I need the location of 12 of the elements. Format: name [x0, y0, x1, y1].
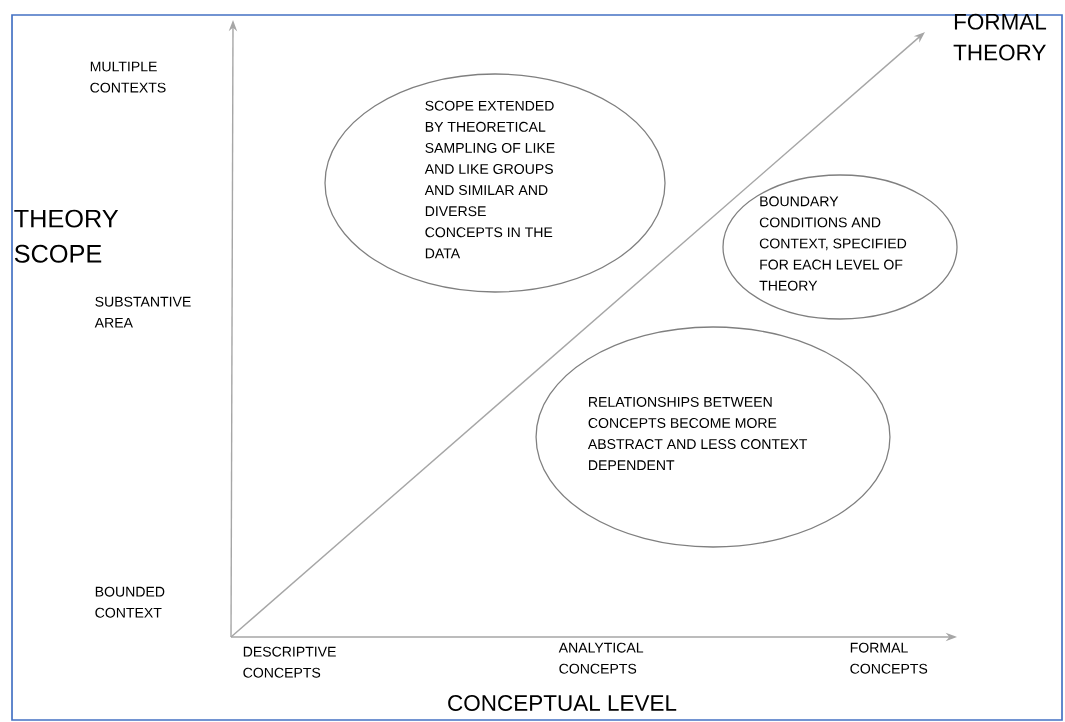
axis-label: BOUNDED CONTEXT — [95, 586, 165, 618]
axis-label: MULTIPLE CONTEXTS — [90, 61, 166, 93]
axis-label: FORMAL THEORY — [953, 13, 1047, 61]
axis-label: SUBSTANTIVE AREA — [94, 296, 191, 328]
ellipse-bubble: RELATIONSHIPS BETWEEN CONCEPTS BECOME MORE ABSTRACT AND LESS CONTEXT DEPENDENT — [535, 326, 891, 548]
axis-label: THEORY SCOPE — [14, 209, 119, 263]
ellipse-bubble: SCOPE EXTENDED BY THEORETICAL SAMPLING OF LIKE AND LIKE GROUPS AND SIMILAR AND DIVERSE CONCEPTS IN THE DATA — [324, 73, 666, 293]
ellipse-bubble: BOUNDARY CONDITIONS AND CONTEXT, SPECIFIED FOR EACH LEVEL OF THEORY — [722, 174, 958, 320]
axis-label: FORMAL CONCEPTS — [850, 642, 928, 674]
axis-label: CONCEPTUAL LEVEL — [448, 695, 677, 711]
axis-label: ANALYTICAL CONCEPTS — [558, 642, 644, 674]
axis-label: DESCRIPTIVE CONCEPTS — [243, 646, 336, 678]
